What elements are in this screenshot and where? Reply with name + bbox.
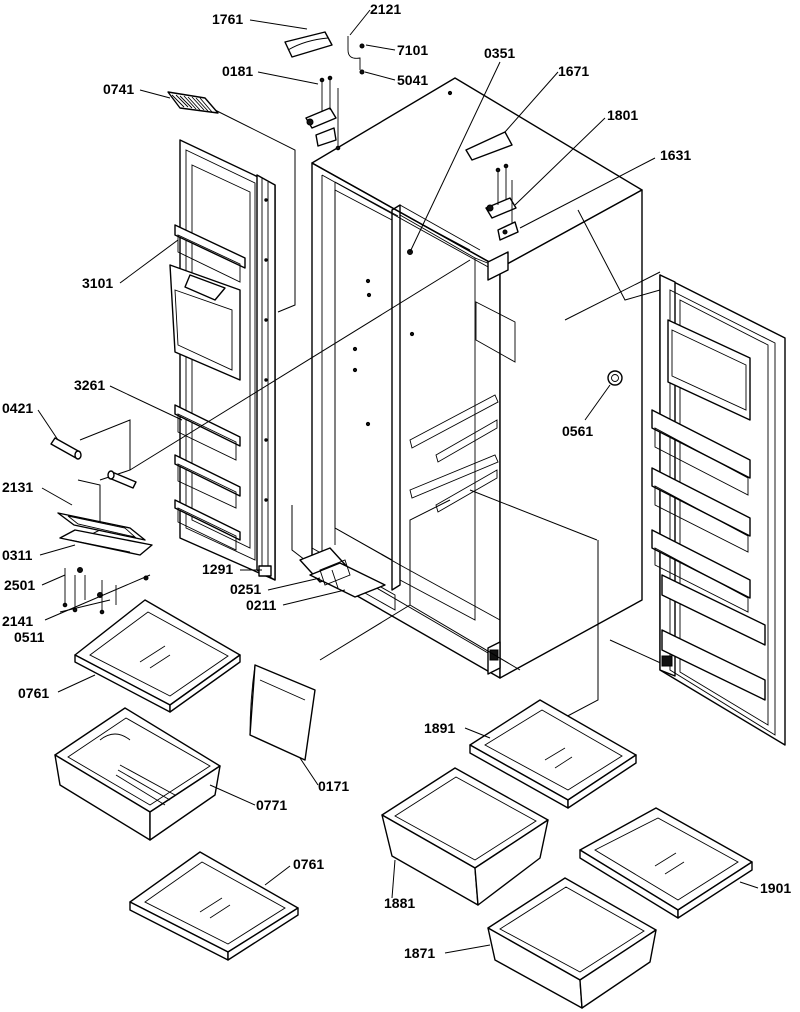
fresh-food-door (651, 274, 786, 746)
left-hinge-assembly (284, 31, 365, 151)
callout-1871: 1871 (404, 945, 435, 961)
callout-0251: 0251 (230, 581, 261, 597)
callout-0761-top: 0761 (18, 685, 49, 701)
glass-shelf-0761-top (74, 599, 241, 713)
plug-0561 (607, 370, 623, 386)
callout-0561: 0561 (562, 423, 593, 439)
vent-grille (167, 91, 219, 114)
callout-1761: 1761 (212, 11, 243, 27)
callout-0511-visible: 0511 (14, 629, 45, 645)
callout-1631: 1631 (660, 147, 691, 163)
crisper-drawer-1871 (487, 877, 657, 1009)
right-hinge-assembly (465, 131, 519, 241)
callout-0171: 0171 (318, 778, 349, 794)
callout-2131: 2131 (2, 479, 33, 495)
callout-2121: 2121 (370, 1, 401, 17)
callout-5041: 5041 (397, 72, 428, 88)
callout-1801: 1801 (607, 107, 638, 123)
crisper-drawer-0771 (54, 707, 221, 841)
cylinder-parts (50, 437, 137, 489)
callout-0311: 0311 (2, 547, 33, 563)
callout-1901: 1901 (760, 880, 791, 896)
reference-lines (77, 109, 666, 721)
callout-0351: 0351 (484, 45, 515, 61)
glass-shelf-0761-bottom (129, 851, 299, 961)
callout-0741: 0741 (103, 81, 134, 97)
callout-0211: 0211 (246, 597, 277, 613)
callout-0761-bottom: 0761 (293, 856, 324, 872)
callout-0421: 0421 (2, 400, 33, 416)
bottom-hinge (299, 547, 386, 598)
callout-0771: 0771 (256, 797, 287, 813)
callout-1291: 1291 (202, 561, 233, 577)
callout-3101: 3101 (82, 275, 113, 291)
callout-0181: 0181 (222, 63, 253, 79)
callout-2501: 2501 (4, 577, 35, 593)
bracket-assembly (57, 512, 153, 615)
glass-shelf-1891 (469, 699, 637, 809)
callout-leaders (37, 9, 759, 954)
toe-grille-panel (249, 664, 316, 761)
callout-1891: 1891 (424, 720, 455, 736)
glass-shelf-1901 (579, 807, 753, 919)
callout-7101: 7101 (397, 42, 428, 58)
freezer-door (169, 139, 276, 581)
crisper-drawer-1881 (381, 767, 549, 906)
callout-1671: 1671 (558, 63, 589, 79)
callout-1881: 1881 (384, 895, 415, 911)
callout-labels: 1761 2121 7101 0181 5041 0741 0351 1671 … (2, 1, 791, 961)
callout-2141: 2141 (2, 613, 33, 629)
callout-3261: 3261 (74, 377, 105, 393)
